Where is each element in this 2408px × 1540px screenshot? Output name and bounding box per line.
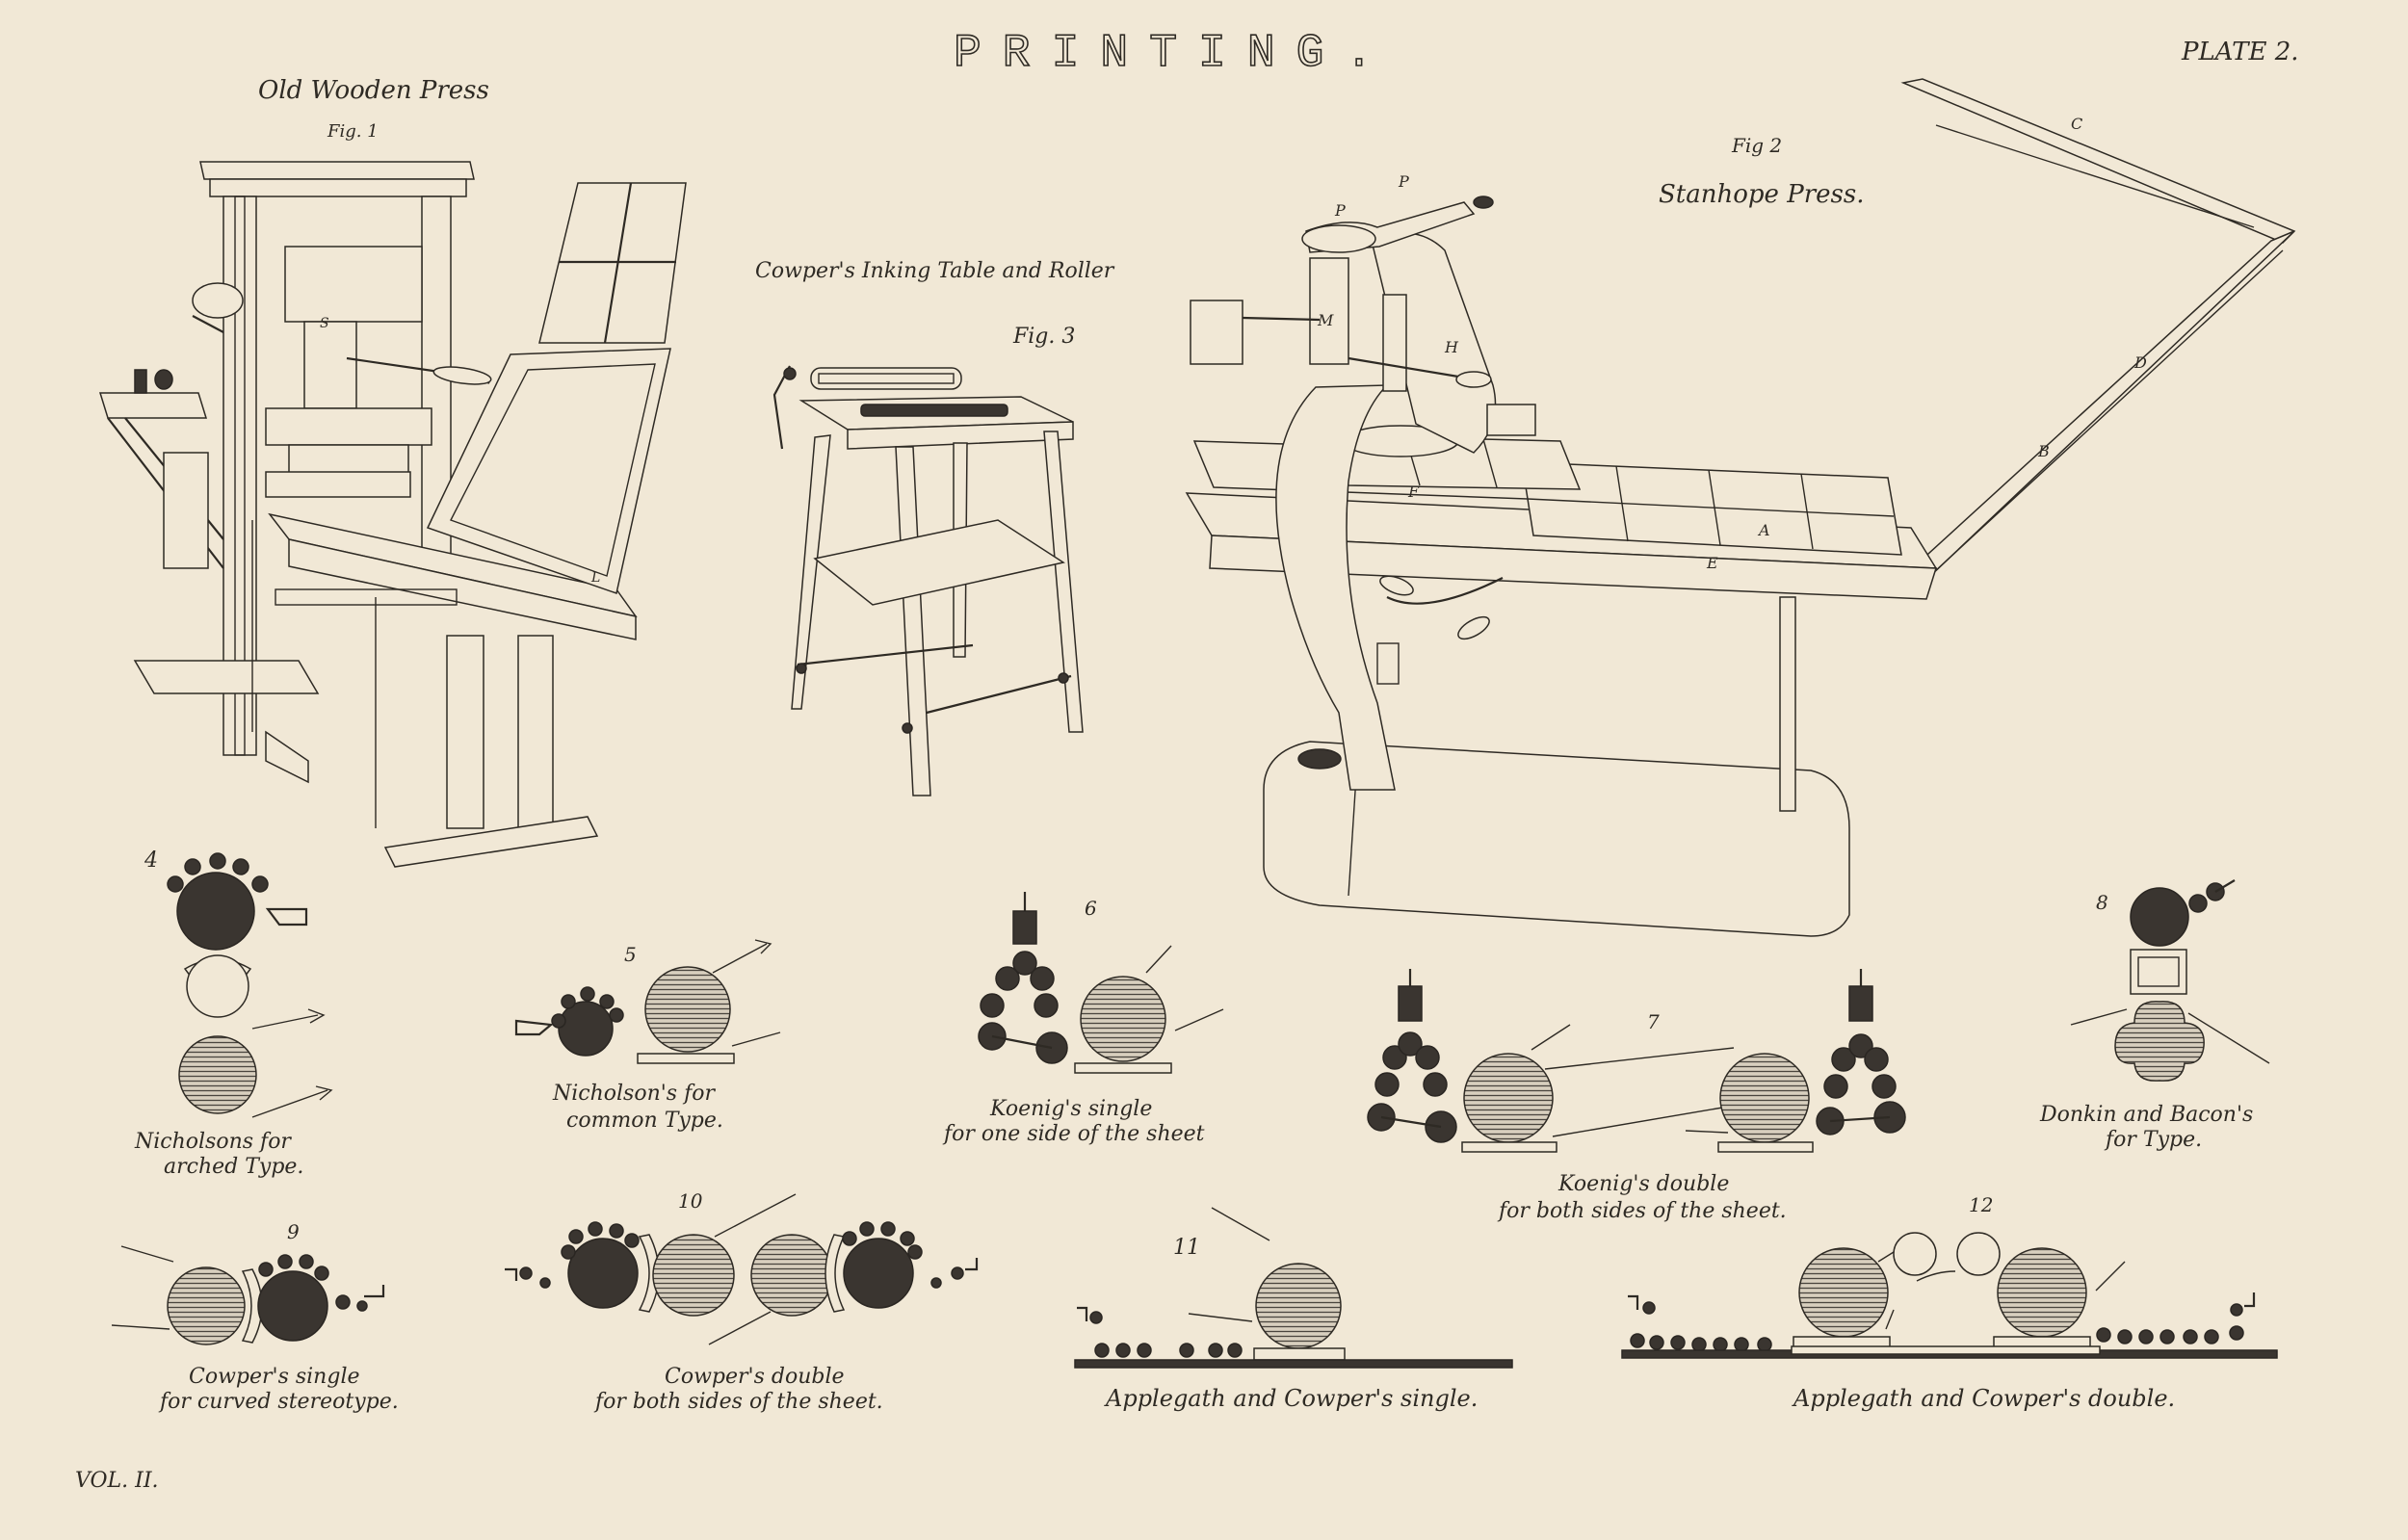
fig10-caption-line2: for both sides of the sheet.	[593, 1390, 883, 1414]
fig10-number: 10	[678, 1189, 703, 1213]
fig2-stanhope-press: Fig 2 Stanhope Press.	[1185, 78, 2296, 937]
fig2-title: Stanhope Press.	[1659, 180, 1864, 209]
fig4-diagram	[167, 852, 333, 1118]
svg-text:L: L	[590, 570, 600, 586]
fig11-applegath-single: 11 Applegath and Cowper's single.	[1074, 1207, 1513, 1412]
fig2-letter-f: F	[1407, 483, 1420, 501]
fig7-number: 7	[1647, 1010, 1660, 1033]
fig11-diagram	[1074, 1207, 1513, 1369]
fig2-number: Fig 2	[1731, 134, 1782, 157]
fig12-caption-line1: Applegath and Cowper's double.	[1792, 1385, 2175, 1412]
fig10-caption-line1: Cowper's double	[665, 1365, 845, 1389]
fig6-diagram	[978, 892, 1224, 1074]
fig11-caption-line1: Applegath and Cowper's single.	[1104, 1385, 1478, 1412]
fig7-diagram	[1367, 969, 1906, 1153]
fig4-caption-line2: arched Type.	[164, 1155, 303, 1179]
fig12-diagram	[1621, 1232, 2278, 1359]
fig2-letter-h: H	[1444, 338, 1459, 356]
fig2-letter-a: A	[1757, 521, 1770, 539]
fig5-caption-line1: Nicholson's for	[552, 1082, 716, 1106]
fig2-letter-e: E	[1706, 554, 1718, 572]
fig4-number: 4	[144, 848, 158, 873]
fig11-number: 11	[1173, 1236, 1200, 1260]
svg-text:S: S	[320, 316, 329, 331]
fig6-caption-line2: for one side of the sheet	[942, 1122, 1205, 1146]
fig3-number: Fig. 3	[1012, 325, 1075, 349]
fig3-inking-table: Cowper's Inking Table and Roller Fig. 3	[755, 259, 1115, 796]
fig10-cowper-double: 10 Cowper's double for both sides of the…	[505, 1189, 979, 1414]
fig5-nicholson-common: 5 Nicholson's for common Type.	[514, 939, 781, 1133]
fig8-diagram	[2070, 879, 2270, 1082]
fig10-diagram	[505, 1193, 979, 1345]
fig1-number: Fig. 1	[327, 121, 379, 142]
fig6-koenig-single: 6 Koenig's single for one side of the sh…	[942, 892, 1224, 1146]
fig12-number: 12	[1969, 1193, 1993, 1216]
fig4-caption-line1: Nicholsons for	[134, 1130, 292, 1154]
fig3-table-drawing	[772, 365, 1084, 796]
fig8-number: 8	[2096, 891, 2108, 914]
fig2-letter-b: B	[2037, 442, 2050, 460]
volume-label: VOL. II.	[75, 1469, 159, 1493]
fig2-letter-p2: P	[1398, 172, 1409, 191]
fig2-letter-d: D	[2133, 353, 2147, 372]
fig5-caption-line2: common Type.	[566, 1109, 723, 1133]
fig5-number: 5	[624, 943, 637, 966]
fig2-letter-p1: P	[1334, 201, 1346, 220]
fig12-applegath-double: 12 Applegath and Cowper's double.	[1621, 1193, 2278, 1412]
fig1-old-wooden-press: Old Wooden Press Fig. 1	[98, 76, 687, 868]
fig2-press-drawing: C D B P P M H F A E	[1185, 78, 2296, 937]
fig5-diagram	[514, 939, 781, 1064]
fig7-caption-line2: for both sides of the sheet.	[1497, 1199, 1787, 1223]
plate-number: PLATE 2.	[2181, 38, 2299, 66]
fig8-donkin-bacon: 8 Donkin and Bacon's for Type.	[2039, 879, 2270, 1152]
fig9-diagram	[111, 1245, 385, 1345]
fig9-caption-line2: for curved stereotype.	[158, 1390, 399, 1414]
fig6-caption-line1: Koenig's single	[989, 1097, 1152, 1121]
fig4-nicholson-arched: 4 Nicholsons for arched Type.	[134, 848, 333, 1179]
fig9-cowper-single: 9 Cowper's single for curved stereotype.	[111, 1220, 399, 1414]
fig1-title: Old Wooden Press	[258, 76, 489, 105]
fig8-caption-line2: for Type.	[2104, 1128, 2202, 1152]
fig2-letter-c: C	[2071, 115, 2082, 133]
fig7-koenig-double: 7 Koenig's double for both s	[1367, 969, 1906, 1223]
fig9-number: 9	[287, 1220, 300, 1243]
fig1-press-drawing: S L	[98, 161, 687, 868]
fig8-caption-line1: Donkin and Bacon's	[2039, 1103, 2253, 1127]
fig3-title: Cowper's Inking Table and Roller	[755, 259, 1115, 283]
plate-title: PRINTING.	[954, 28, 1394, 80]
fig7-caption-line1: Koenig's double	[1557, 1172, 1729, 1196]
fig9-caption-line1: Cowper's single	[189, 1365, 360, 1389]
fig6-number: 6	[1085, 897, 1097, 920]
fig2-letter-m: M	[1317, 311, 1334, 329]
